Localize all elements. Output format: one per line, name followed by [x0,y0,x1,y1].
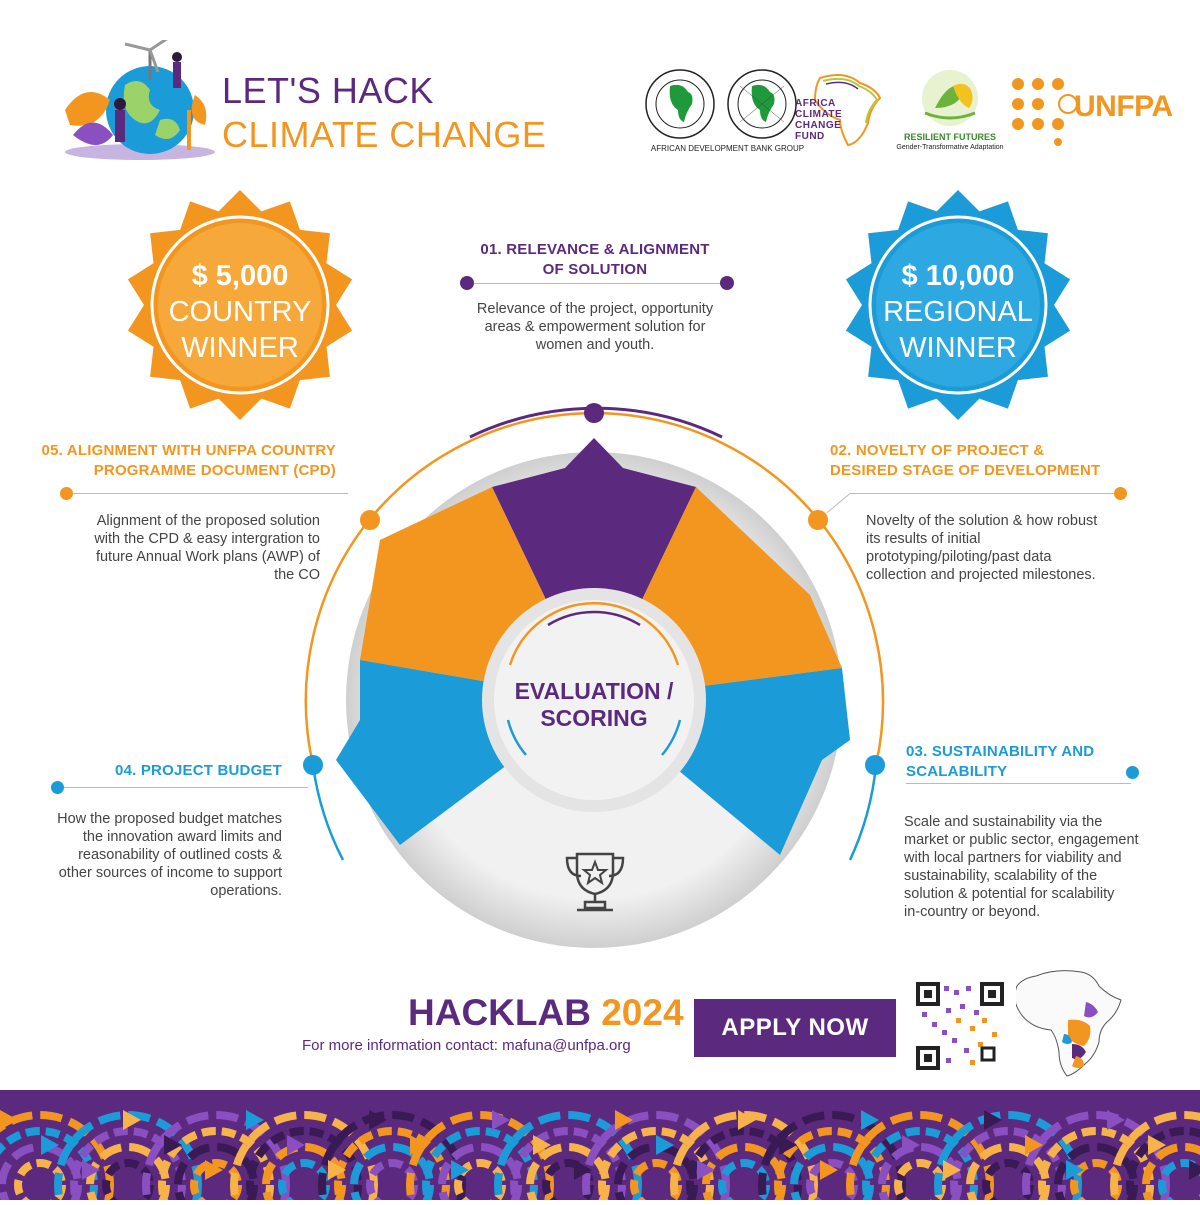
criterion-03-title-line-1: 03. SUSTAINABILITY AND [906,743,1095,760]
marker-05 [360,510,380,530]
center-label: EVALUATION / SCORING [494,678,694,732]
country-prize-amount: $ 5,000 [191,260,289,292]
criterion-01-title-line-2: OF SOLUTION [542,261,648,278]
marker-04 [303,755,323,775]
criterion-01-divider [468,283,726,284]
marker-01 [584,403,604,423]
criterion-02-desc-line: prototyping/piloting/past data [866,549,1052,565]
criterion-05-title-line-2: PROGRAMME DOCUMENT (CPD) [93,462,336,479]
africa-map [1014,968,1126,1083]
criterion-02-title: 02. NOVELTY OF PROJECT & DESIRED STAGE O… [830,441,1130,481]
apply-now-button[interactable]: APPLY NOW [694,999,896,1057]
criterion-05-title: 05. ALIGNMENT WITH UNFPA COUNTRY PROGRAM… [20,441,336,481]
afdb-ring-text-left: BANQUE AFRICAINE DE DEVELOPPEMENT [640,66,641,67]
criterion-04-desc-line: reasonability of outlined costs & [78,847,282,863]
hacklab-year: 2024 [601,992,684,1033]
criterion-05-desc-line: Alignment of the proposed solution [96,513,320,529]
criterion-01-title-line-1: 01. RELEVANCE & ALIGNMENT [480,241,710,258]
criterion-03-divider [906,783,1131,784]
title-line-2: CLIMATE CHANGE [222,114,547,155]
regional-prize-label-1: REGIONAL [883,296,1033,328]
hacklab-word: HACKLAB [408,992,591,1033]
criterion-01-title: 01. RELEVANCE & ALIGNMENT OF SOLUTION [440,240,750,280]
criterion-05-divider [68,493,348,494]
accf-line-4: FUND [795,131,825,142]
criterion-03-desc-line: sustainability, scalability of the [904,868,1098,884]
resilient-futures-logo: RESILIENT FUTURES Gender-Transformative … [895,68,1005,158]
center-label-line-2: SCORING [540,705,648,731]
criterion-04-desc-line: other sources of income to support [58,865,282,881]
criterion-03-desc-line: market or public sector, engagement [904,832,1139,848]
hero-illustration [55,36,220,165]
title-line-1: LET'S HACK [222,70,434,111]
contact-text: For more information contact: mafuna@unf… [302,1037,631,1054]
criterion-01-desc-line: areas & empowerment solution for [484,319,706,335]
criterion-01-desc-line: Relevance of the project, opportunity [476,301,714,317]
accf-line-3: CHANGE [795,120,842,131]
criterion-02-desc-line: its results of initial [866,531,981,547]
criterion-01-desc-line: women and youth. [535,337,655,353]
criterion-04-desc-line: operations. [210,883,282,899]
unfpa-wordmark: UNFPA [1074,90,1173,123]
criterion-03-title-line-2: SCALABILITY [906,763,1008,780]
criterion-05-desc-line: future Annual Work plans (AWP) of [95,549,320,565]
resilient-tagline: Gender-Transformative Adaptation [896,144,1004,151]
criterion-01-dot-left [460,276,474,290]
criterion-02-desc-line: Novelty of the solution & how robust [866,513,1098,529]
accf-logo: AFRICA CLIMATE CHANGE FUND [790,68,890,158]
criterion-03-desc-line: solution & potential for scalability [904,886,1115,902]
resilient-name: RESILIENT FUTURES [903,132,996,142]
criterion-05-description: Alignment of the proposed solution with … [50,512,320,584]
criterion-04-dot [51,781,64,794]
criterion-04-divider [58,787,308,788]
regional-prize-amount: $ 10,000 [901,260,1015,292]
trophy-icon [550,848,640,918]
criterion-02-desc-line: collection and projected milestones. [866,567,1096,583]
afdb-ring-text-right: AFRICAN DEVELOPMENT FUND [640,66,641,67]
criterion-05-desc-line: with the CPD & easy intergration to [94,531,320,547]
criterion-05-desc-line: the CO [274,567,320,583]
country-prize-label-2: WINNER [181,332,299,364]
criterion-02-title-line-2: DESIRED STAGE OF DEVELOPMENT [830,462,1101,479]
accf-line-2: CLIMATE [795,109,843,120]
marker-02 [808,510,828,530]
hacklab-title: HACKLAB 2024 [408,992,684,1034]
afdb-logo: BANQUE AFRICAINE DE DEVELOPPEMENT AFRICA… [640,66,815,156]
qr-code[interactable] [916,982,1004,1070]
decorative-pattern-band [0,1090,1200,1200]
criterion-03-desc-line: with local partners for viability and [904,850,1122,866]
regional-prize-badge: $ 10,000 REGIONAL WINNER [818,190,1098,420]
afdb-caption: AFRICAN DEVELOPMENT BANK GROUP [650,144,805,153]
country-prize-label-1: COUNTRY [168,296,312,328]
criterion-03-desc-line: in-country or beyond. [904,904,1041,920]
criterion-04-desc-line: the innovation award limits and [82,829,282,845]
criterion-03-dot [1126,766,1139,779]
accf-line-1: AFRICA [795,98,836,109]
unfpa-logo: UNFPA [1008,74,1173,154]
criterion-03-description: Scale and sustainability via the market … [904,813,1164,921]
center-label-line-1: EVALUATION / [514,678,674,704]
criterion-02-description: Novelty of the solution & how robust its… [866,512,1146,584]
criterion-04-title: 04. PROJECT BUDGET [60,761,282,781]
criterion-04-description: How the proposed budget matches the inno… [20,810,282,900]
criterion-01-description: Relevance of the project, opportunity ar… [440,300,750,354]
criterion-04-title-line-1: 04. PROJECT BUDGET [115,762,282,779]
criterion-03-title: 03. SUSTAINABILITY AND SCALABILITY [906,742,1156,782]
criterion-05-title-line-1: 05. ALIGNMENT WITH UNFPA COUNTRY [41,442,336,459]
regional-prize-label-2: WINNER [899,332,1017,364]
country-prize-badge: $ 5,000 COUNTRY WINNER [100,190,380,420]
criterion-01-dot-right [720,276,734,290]
marker-03 [865,755,885,775]
criterion-03-desc-line: Scale and sustainability via the [904,814,1103,830]
criterion-02-dot [1114,487,1127,500]
criterion-04-desc-line: How the proposed budget matches [57,811,282,827]
criterion-05-dot [60,487,73,500]
criterion-02-title-line-1: 02. NOVELTY OF PROJECT & [830,442,1045,459]
criterion-02-divider [850,493,1120,494]
criterion-02-connector [826,493,851,514]
